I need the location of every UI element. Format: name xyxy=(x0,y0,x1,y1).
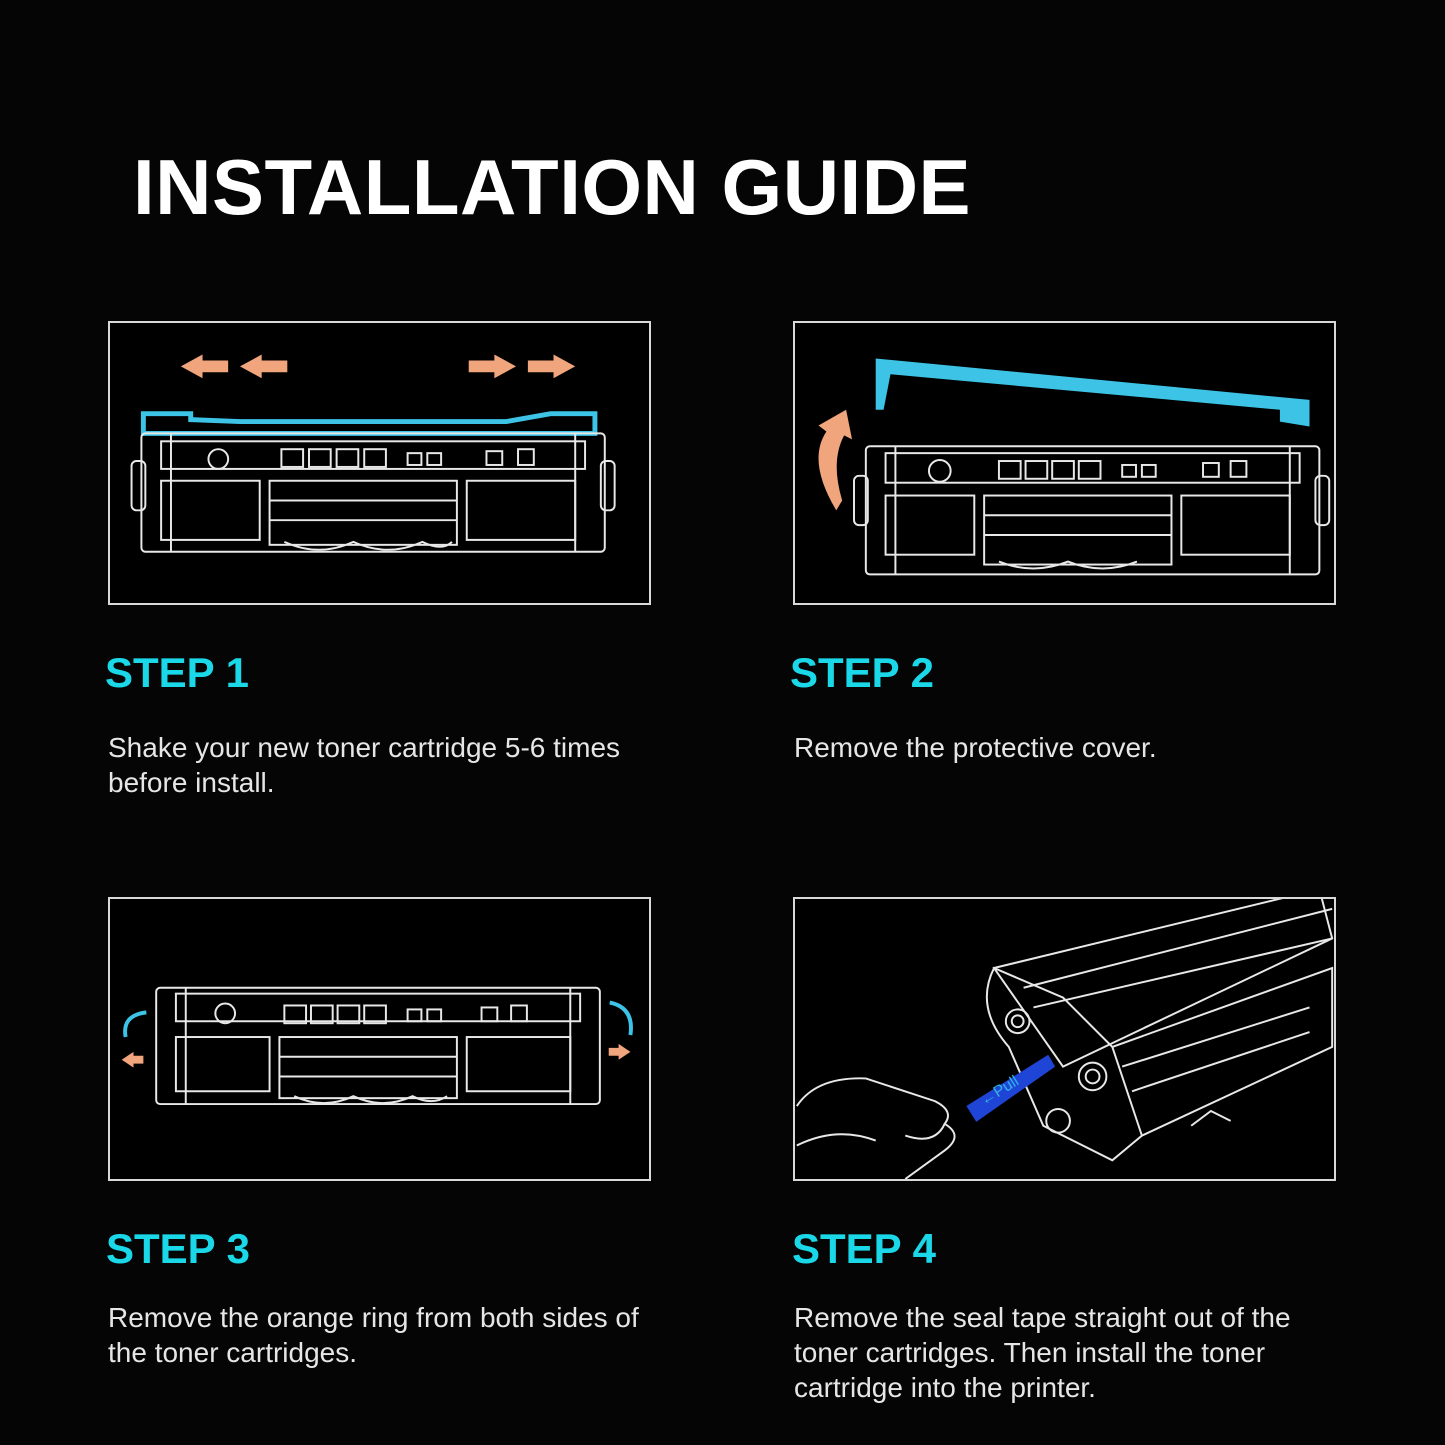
step-4-illustration: ←Pull xyxy=(793,897,1336,1181)
step-4-text: Remove the seal tape straight out of the… xyxy=(794,1302,1291,1403)
shake-cartridge-icon xyxy=(130,354,616,553)
step-3-illustration xyxy=(108,897,651,1181)
remove-cover-icon xyxy=(818,358,1331,576)
step-2-illustration xyxy=(793,321,1336,605)
pull-seal-tape-icon: ←Pull xyxy=(796,899,1334,1179)
page-title: INSTALLATION GUIDE xyxy=(133,143,972,231)
step-2-heading: STEP 2 xyxy=(790,649,934,696)
step-3-text: Remove the orange ring from both sides o… xyxy=(108,1302,639,1368)
step-4-heading: STEP 4 xyxy=(792,1225,936,1272)
step-1-illustration xyxy=(108,321,651,605)
step-2-text: Remove the protective cover. xyxy=(794,732,1157,763)
remove-ring-icon xyxy=(121,986,633,1106)
step-1-heading: STEP 1 xyxy=(105,649,249,696)
step-1-text: Shake your new toner cartridge 5-6 times… xyxy=(108,732,621,798)
step-3-heading: STEP 3 xyxy=(106,1225,250,1272)
